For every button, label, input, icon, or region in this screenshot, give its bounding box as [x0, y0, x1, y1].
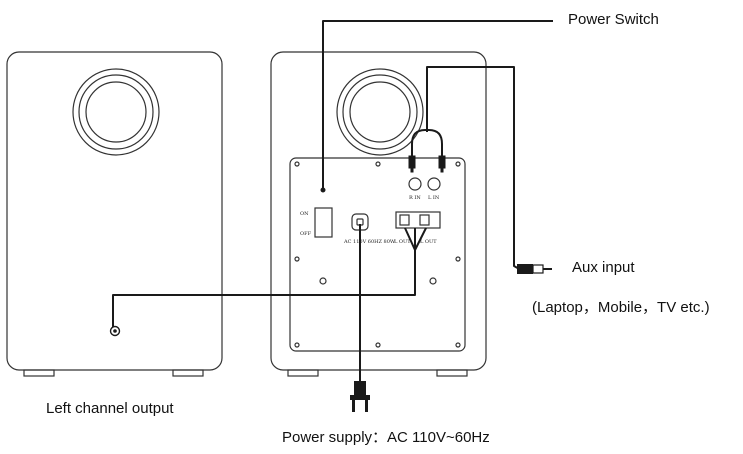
- right-speaker-foot: [436, 369, 468, 377]
- switch-off-text: OFF: [300, 231, 312, 237]
- output-terminal: [395, 211, 441, 229]
- l-in-text: L IN: [428, 195, 440, 201]
- right-woofer: [336, 68, 424, 156]
- panel-screw-holes: [294, 161, 461, 348]
- ac-rating-text: AC 110V 60HZ 80W: [343, 239, 396, 245]
- aux-plug-icon: [517, 264, 552, 274]
- right-speaker-foot: [287, 369, 319, 377]
- left-channel-output-label: Left channel output: [46, 400, 174, 417]
- left-speaker: [6, 51, 223, 377]
- rca-plugs: [408, 155, 446, 173]
- power-switch-label: Power Switch: [568, 11, 659, 28]
- left-speaker-foot: [172, 369, 204, 377]
- right-speaker-cabinet: [270, 51, 487, 371]
- aux-input-label: Aux input: [572, 259, 635, 276]
- r-out-text: L OUT: [420, 239, 437, 245]
- output-wire-split: [404, 227, 427, 251]
- aux-y-splitter: [411, 129, 443, 158]
- left-channel-cable: [112, 228, 416, 327]
- r-in-text: R IN: [409, 195, 421, 201]
- power-plug-icon: [350, 381, 370, 412]
- rca-input-jacks: [408, 177, 441, 191]
- power-switch[interactable]: [314, 207, 333, 238]
- power-switch-callout-line: [322, 20, 553, 190]
- switch-on-text: ON: [300, 211, 309, 217]
- l-out-text: L OUT: [394, 239, 411, 245]
- aux-cable: [426, 66, 522, 271]
- right-speaker: [270, 51, 487, 377]
- aux-devices-label: (Laptop，Mobile，TV etc.): [532, 299, 710, 316]
- power-supply-label: Power supply：AC 110V~60Hz: [282, 429, 490, 446]
- rear-panel: [289, 157, 466, 352]
- left-channel-plug: [109, 325, 121, 337]
- left-speaker-cabinet: [6, 51, 223, 371]
- left-woofer: [72, 68, 160, 156]
- left-speaker-foot: [23, 369, 55, 377]
